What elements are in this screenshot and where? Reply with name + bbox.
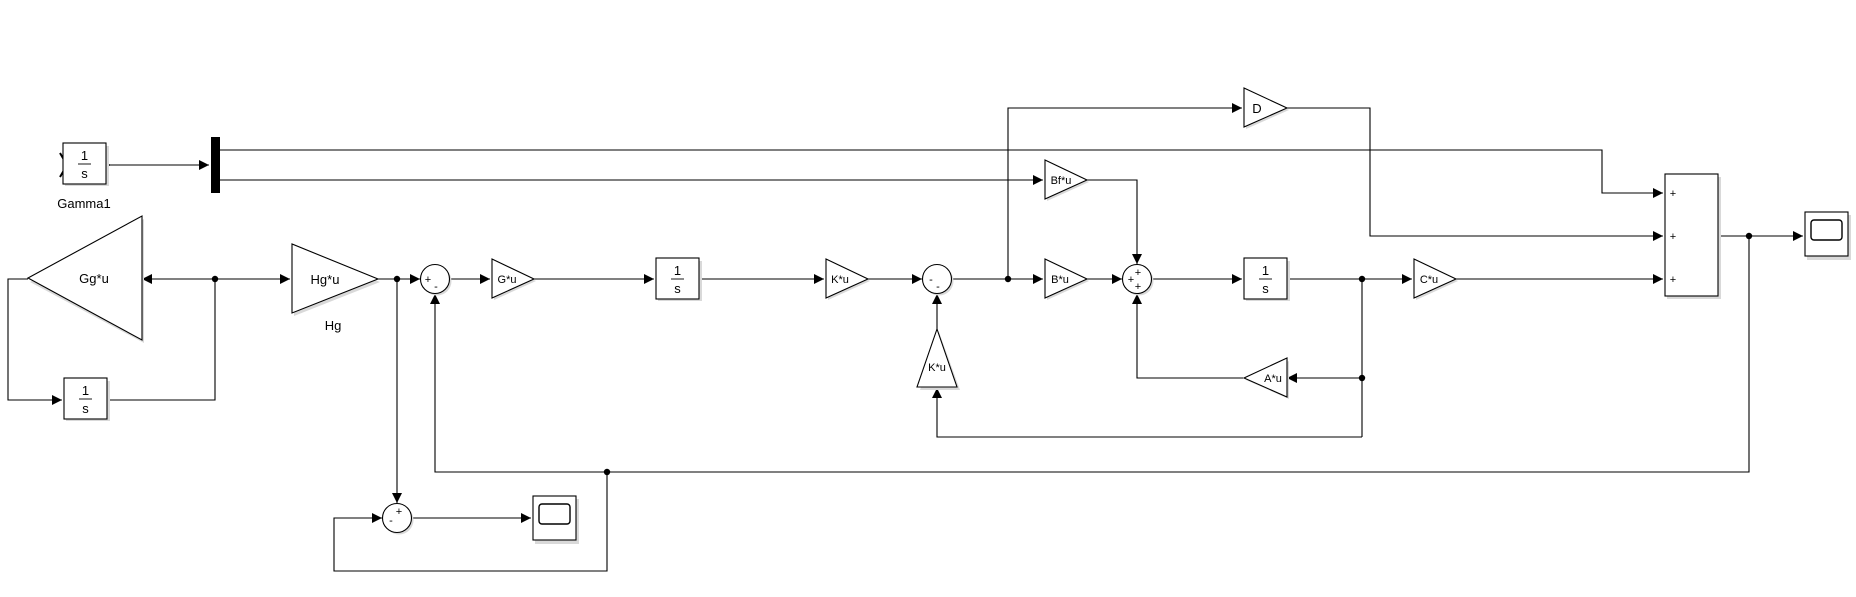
integrator-numerator: 1: [1262, 263, 1269, 278]
gain-hg[interactable]: Hg*u: [291, 243, 380, 316]
gain-d[interactable]: D: [1243, 87, 1289, 129]
sum-sign: +: [1128, 274, 1134, 286]
line-mux-to-sumout-top[interactable]: [220, 149, 1663, 198]
integrator-denominator: s: [1262, 281, 1269, 296]
integrator-numerator: 1: [81, 148, 88, 163]
gain-label: Hg*u: [311, 272, 340, 287]
gain-g[interactable]: G*u: [491, 258, 536, 300]
sum-sign: -: [936, 281, 940, 293]
sum-block-1[interactable]: + -: [419, 263, 452, 296]
integrator-mid[interactable]: 1 s: [655, 257, 702, 301]
sum-block-output[interactable]: + + +: [1664, 173, 1721, 299]
scope-error[interactable]: [532, 495, 579, 544]
line-d-to-sumout[interactable]: [1287, 107, 1663, 241]
gain-k1[interactable]: K*u: [825, 258, 870, 300]
gain-bf[interactable]: Bf*u: [1044, 159, 1089, 201]
gain-a[interactable]: A*u: [1242, 357, 1289, 399]
mux-block[interactable]: [211, 137, 220, 193]
sum-block-2[interactable]: - -: [921, 263, 954, 296]
gain-label: Gg*u: [79, 271, 109, 286]
integrator-numerator: 1: [82, 383, 89, 398]
sum-sign: -: [929, 274, 933, 286]
line-feedback-to-sum1[interactable]: [430, 236, 1750, 473]
sum-block-3[interactable]: + + +: [1121, 263, 1154, 296]
gain-c[interactable]: C*u: [1413, 258, 1458, 300]
integrator-state[interactable]: 1 s: [1243, 257, 1290, 301]
integrator-gamma1[interactable]: 1 s: [62, 142, 109, 186]
gain-label: G*u: [498, 274, 517, 286]
integrator-loop[interactable]: 1 s: [63, 377, 110, 421]
integrator-denominator: s: [82, 401, 89, 416]
line-branch-to-k2[interactable]: [932, 388, 1362, 438]
line-a-to-sum3[interactable]: [1132, 294, 1243, 379]
signal-lines: [7, 103, 1803, 572]
gain-label: D: [1252, 101, 1261, 116]
sum-sign: -: [389, 515, 393, 527]
line-feedback-to-sumerr[interactable]: [333, 472, 608, 572]
gain-b[interactable]: B*u: [1044, 258, 1089, 300]
sum-sign: +: [1135, 281, 1141, 293]
sum-sign: +: [396, 506, 402, 518]
scope-output[interactable]: [1804, 211, 1851, 260]
block-caption-gamma1: Gamma1: [57, 196, 110, 211]
integrator-denominator: s: [81, 166, 88, 181]
integrator-numerator: 1: [674, 263, 681, 278]
scope-screen-icon: [538, 503, 571, 525]
sum-sign: +: [1670, 188, 1676, 200]
gain-label: Bf*u: [1051, 175, 1072, 187]
line-gg-to-integrator[interactable]: [7, 278, 62, 405]
gain-label: K*u: [831, 274, 849, 286]
gain-label: K*u: [928, 362, 946, 374]
line-branch-to-d[interactable]: [1007, 103, 1242, 279]
gain-label: C*u: [1420, 274, 1438, 286]
gain-gg[interactable]: Gg*u: [26, 215, 144, 343]
gain-k2[interactable]: K*u: [916, 327, 960, 390]
gain-label: A*u: [1264, 373, 1282, 385]
line-integrator-to-branch[interactable]: [107, 279, 216, 401]
sum-block-error[interactable]: + -: [381, 502, 414, 535]
sum-sign: +: [1135, 267, 1141, 279]
sum-sign: +: [1670, 231, 1676, 243]
gain-label: B*u: [1051, 274, 1069, 286]
sum-sign: +: [425, 274, 431, 286]
line-bf-to-sum3[interactable]: [1087, 179, 1142, 264]
block-caption-hg: Hg: [325, 318, 342, 333]
integrator-denominator: s: [674, 281, 681, 296]
sum-sign: +: [1670, 274, 1676, 286]
sum-sign: -: [434, 281, 438, 293]
scope-screen-icon: [1810, 219, 1843, 241]
